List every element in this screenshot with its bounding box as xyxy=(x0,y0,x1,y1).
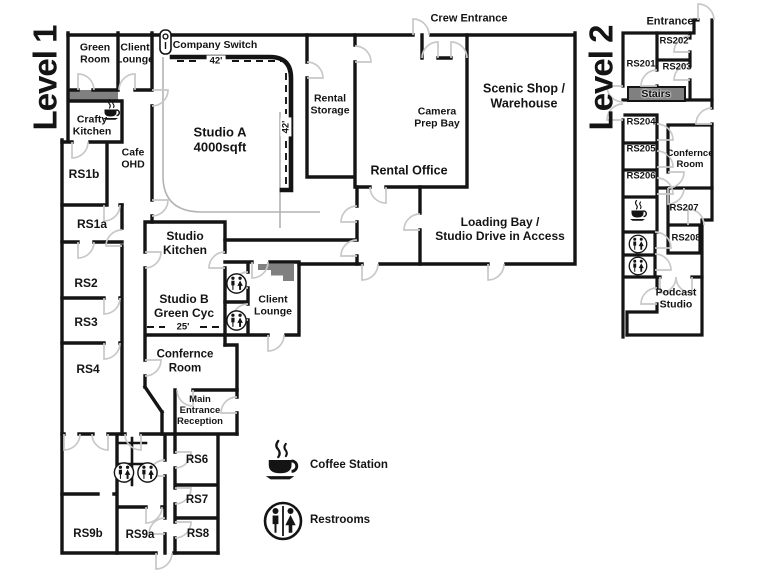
label-company-switch: Company Switch xyxy=(172,38,258,51)
l1-conference-walls xyxy=(142,343,239,436)
company-switch-hoist-icon xyxy=(159,29,172,55)
room-label-rs206: RS206 xyxy=(626,170,656,182)
studio-a-cyc-wall xyxy=(169,54,294,193)
room-label-cafe-ohd: Cafe OHD xyxy=(121,146,145,171)
ramp-gray-bar xyxy=(68,90,118,101)
label-stairs: Stairs xyxy=(641,87,671,100)
room-label-podcast-studio: Podcast Studio xyxy=(655,286,697,311)
room-label-rs202: RS202 xyxy=(659,35,689,47)
dimension-25ft: 25' xyxy=(173,321,193,333)
restroom-icon-mid-upper xyxy=(226,273,247,294)
legend-restrooms-label: Restrooms xyxy=(310,514,371,527)
room-label-camera-prep-bay: Camera Prep Bay xyxy=(414,105,460,130)
room-label-studio-kitchen: Studio Kitchen xyxy=(162,228,208,257)
label-crew-entrance: Crew Entrance xyxy=(430,12,508,25)
level1-walls xyxy=(60,31,577,555)
room-label-client-lounge-top: Client Lounge xyxy=(116,41,154,66)
label-entrance-l2: Entrance xyxy=(646,15,694,28)
dimension-42ft-horizontal: 42' xyxy=(206,55,226,67)
restroom-icon-legend xyxy=(263,501,303,541)
room-label-rs208: RS208 xyxy=(671,232,701,244)
restroom-icon-cluster-right xyxy=(137,462,158,483)
restroom-icon-level2-lower xyxy=(628,256,648,276)
level1-title: Level 1 xyxy=(26,25,64,131)
room-label-rs9a: RS9a xyxy=(125,529,155,542)
l1-corridor-walls xyxy=(223,185,422,266)
restroom-icon-mid-lower xyxy=(226,310,247,331)
room-label-rs6: RS6 xyxy=(185,454,209,467)
room-label-rental-storage: Rental Storage xyxy=(310,92,350,117)
room-label-client-lounge-mid: Client Lounge xyxy=(254,293,292,318)
l1-camera-prep-walls xyxy=(355,33,469,189)
l2-stall-walls xyxy=(623,230,662,279)
l1-stall-lounge-walls xyxy=(223,260,301,337)
coffee-icon-level2 xyxy=(629,199,647,222)
room-label-rs7: RS7 xyxy=(185,494,209,507)
room-label-rs203: RS203 xyxy=(662,61,692,73)
room-label-rs207: RS207 xyxy=(669,202,699,214)
room-label-rs9b: RS9b xyxy=(73,528,103,541)
room-label-studio-a: Studio A 4000sqft xyxy=(193,124,247,155)
room-label-rs4: RS4 xyxy=(76,361,100,376)
dimension-dashes xyxy=(147,60,288,328)
room-label-loading-bay: Loading Bay / Studio Drive in Access xyxy=(435,214,565,243)
room-label-green-room: Green Room xyxy=(79,41,111,66)
room-label-scenic-shop: Scenic Shop / Warehouse xyxy=(483,81,565,110)
legend-coffee-station-label: Coffee Station xyxy=(310,459,388,472)
room-label-rs1b: RS1b xyxy=(68,166,100,181)
room-label-rs3: RS3 xyxy=(74,314,98,329)
dimension-42ft-vertical: 42' xyxy=(280,117,292,137)
l2-rs207-208-walls xyxy=(666,186,702,255)
l1-cluster-walls xyxy=(60,432,239,555)
room-label-studio-b: Studio B Green Cyc xyxy=(153,291,215,320)
label-main-entrance-reception: Main Entrance Reception xyxy=(177,394,223,428)
room-label-rs204: RS204 xyxy=(626,116,656,128)
coffee-icon-legend xyxy=(264,439,299,481)
l2-rs204-206-walls xyxy=(623,113,659,234)
studio-a-cyc-cable-lines xyxy=(162,57,320,228)
level2-title: Level 2 xyxy=(582,25,620,131)
l1-left-room-dividers xyxy=(60,203,124,436)
stairs-bar xyxy=(627,86,686,102)
l1-rental-storage-walls xyxy=(305,33,357,189)
room-label-rs1a: RS1a xyxy=(76,216,108,231)
room-label-rs201: RS201 xyxy=(626,58,656,70)
l2-podcast-walls xyxy=(625,275,704,337)
restroom-icon-cluster-left xyxy=(113,462,135,483)
l1-reception-walls xyxy=(173,388,239,436)
room-label-conference-l1: Confernce Room xyxy=(156,348,214,374)
room-label-rs2: RS2 xyxy=(74,275,98,290)
room-label-conference-l2: Confernce Room xyxy=(666,147,714,170)
room-label-rs205: RS205 xyxy=(626,143,656,155)
room-label-rental-office: Rental Office xyxy=(370,163,448,178)
l1-outer-walls xyxy=(60,31,577,555)
l1-kitchen-block-walls xyxy=(143,220,227,389)
room-label-crafty-kitchen: Crafty Kitchen xyxy=(72,113,112,138)
restroom-icon-level2-upper xyxy=(628,234,648,254)
room-label-rs8: RS8 xyxy=(186,528,210,541)
